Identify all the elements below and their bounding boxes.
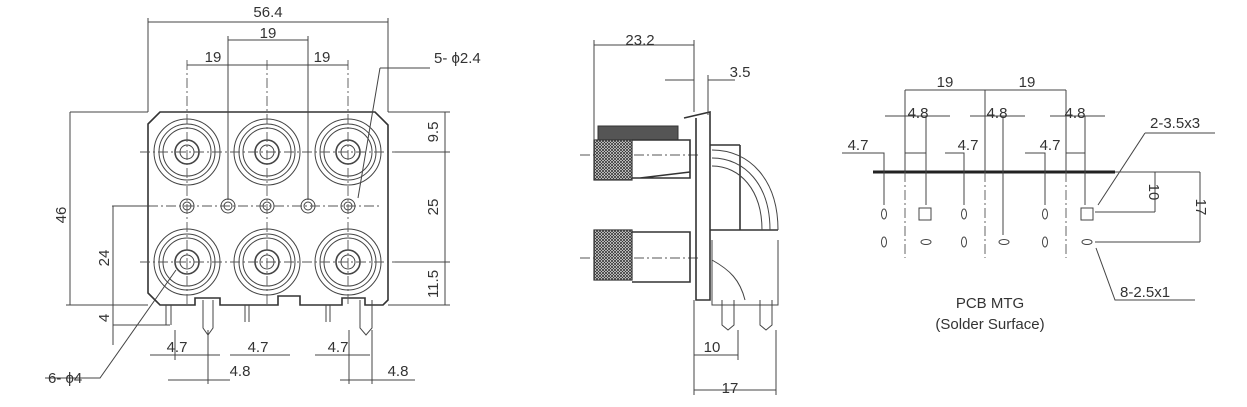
dim-pin-offset-3: 4.7 (328, 339, 349, 356)
pcb-subtitle: (Solder Surface) (935, 316, 1044, 333)
pins (165, 300, 373, 336)
dim-offset-3: 4.7 (1040, 137, 1061, 154)
dim-pin-length: 4 (96, 314, 113, 322)
pcb-pads (881, 207, 1094, 248)
dim-slot-label: 2-3.5x3 (1150, 115, 1200, 132)
dim-top-offset: 9.5 (425, 122, 442, 143)
dim-depth: 23.2 (625, 32, 654, 49)
dimension-lines (45, 18, 450, 384)
pcb-title: PCB MTG (956, 295, 1024, 312)
dim-offset-2: 4.7 (958, 137, 979, 154)
dim-row-2: 17 (1192, 199, 1209, 216)
dim-pad-3: 4.8 (1065, 105, 1086, 122)
dim-pin-front: 10 (704, 339, 721, 356)
side-view: 23.2 3.5 10 17 (580, 32, 779, 397)
jack-outlines (153, 118, 382, 296)
dim-height: 46 (53, 207, 70, 224)
dim-row-spacing: 25 (425, 199, 442, 216)
dim-overall-width: 56.4 (253, 4, 282, 21)
dim-pad-1: 4.8 (908, 105, 929, 122)
dim-pin-offset-2: 4.7 (248, 339, 269, 356)
dim-pitch-left: 19 (205, 49, 222, 66)
dim-plate: 3.5 (730, 64, 751, 81)
dim-row-1: 10 (1145, 184, 1162, 201)
dim-pin-rear: 17 (722, 380, 739, 397)
dim-pitch-1: 19 (937, 74, 954, 91)
dim-offset-1: 4.7 (848, 137, 869, 154)
dim-pitch-2: 19 (1019, 74, 1036, 91)
dim-lower-row: 24 (96, 250, 113, 267)
pcb-mounting-view: 19 19 4.8 4.8 4.8 4.7 4.7 4.7 2-3.5x3 10… (842, 74, 1215, 333)
dim-pin-spacing-1: 4.8 (230, 363, 251, 380)
dim-pitch-center: 19 (260, 25, 277, 42)
dim-jack-holes: 6- ϕ4 (48, 370, 82, 387)
dim-bottom-offset: 11.5 (425, 270, 442, 298)
dim-pitch-right: 19 (314, 49, 331, 66)
dim-pin-spacing-2: 4.8 (388, 363, 409, 380)
dim-pin-offset-1: 4.7 (167, 339, 188, 356)
front-view: 56.4 19 19 19 5- ϕ2.4 46 24 4 9.5 25 11.… (45, 4, 481, 387)
dim-small-holes: 5- ϕ2.4 (434, 50, 481, 67)
dim-hole-label: 8-2.5x1 (1120, 284, 1170, 301)
dim-pad-2: 4.8 (987, 105, 1008, 122)
